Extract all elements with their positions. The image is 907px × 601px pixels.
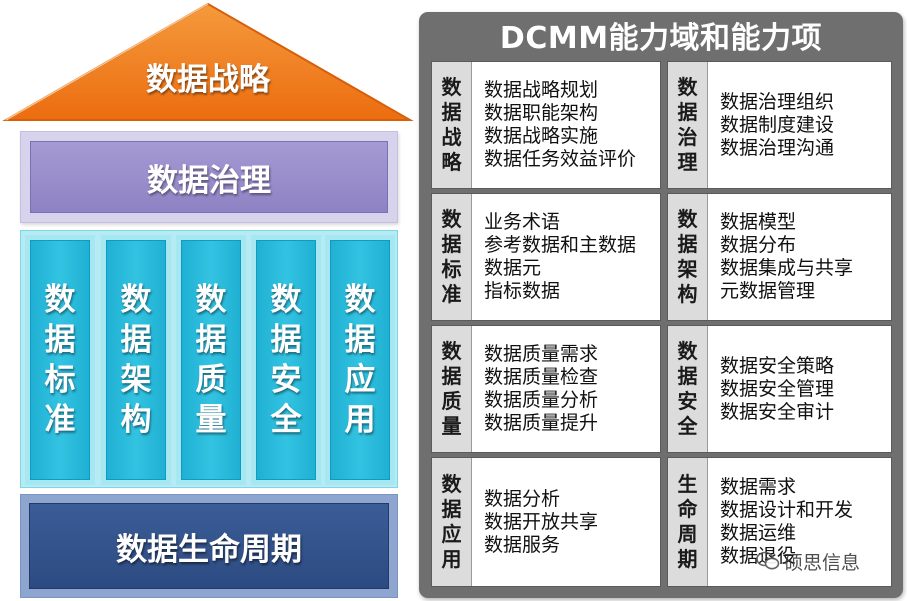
capability-list: 数据质量需求 数据质量检查 数据质量分析 数据质量提升 (484, 326, 656, 452)
domain-label: 数据标准 (441, 207, 462, 306)
pillar-security: 数据安全 (251, 235, 321, 485)
domain-header: 数据标准 (432, 194, 472, 320)
domain-header: 数据治理 (668, 62, 708, 188)
capability-item: 数据需求 (720, 476, 797, 498)
dcmm-panel: DCMM能力域和能力项 数据战略 数据战略规划 数据职能架构 数据战略实施 数据… (419, 12, 903, 598)
capability-item: 数据战略规划 (484, 79, 599, 101)
capability-item: 参考数据和主数据 (484, 234, 637, 256)
domain-label: 数据质量 (441, 339, 462, 438)
pillar-architecture: 数据架构 (101, 235, 171, 485)
domain-label: 数据架构 (677, 207, 698, 306)
capability-item: 数据分析 (484, 487, 561, 510)
capability-list: 数据安全策略 数据安全管理 数据安全审计 (720, 326, 887, 452)
capability-item: 数据安全策略 (720, 354, 835, 377)
lifecycle-foundation: 数据生命周期 (20, 494, 398, 598)
capability-list: 数据模型 数据分布 数据集成与共享 元数据管理 (720, 194, 887, 320)
capability-list: 数据分析 数据开放共享 数据服务 (484, 458, 656, 586)
domain-header: 数据应用 (432, 458, 472, 586)
capability-item: 数据质量分析 (484, 389, 599, 411)
capability-item: 数据分布 (720, 234, 797, 256)
capability-item: 数据设计和开发 (720, 499, 854, 521)
lifecycle-panel: 数据生命周期 (29, 503, 389, 589)
capability-item: 数据治理沟通 (720, 136, 835, 159)
capability-item: 业务术语 (484, 211, 561, 233)
capability-item: 元数据管理 (720, 280, 816, 302)
capability-item: 数据质量需求 (484, 343, 599, 365)
domain-header: 数据质量 (432, 326, 472, 452)
domain-label: 数据治理 (677, 75, 698, 174)
capability-item: 数据安全审计 (720, 400, 835, 423)
capability-list: 业务术语 参考数据和主数据 数据元 指标数据 (484, 194, 656, 320)
capability-cell-architecture: 数据架构 数据模型 数据分布 数据集成与共享 元数据管理 (667, 193, 892, 321)
domain-header: 数据架构 (668, 194, 708, 320)
governance-panel: 数据治理 (30, 141, 388, 213)
capability-item: 数据治理组织 (720, 90, 835, 113)
pillar-quality: 数据质量 (176, 235, 246, 485)
pillar-standard: 数据标准 (25, 235, 95, 485)
pillar-label: 数据安全 (270, 282, 302, 438)
capability-cell-standard: 数据标准 业务术语 参考数据和主数据 数据元 指标数据 (431, 193, 661, 321)
capability-item: 数据集成与共享 (720, 257, 854, 279)
capability-cell-application: 数据应用 数据分析 数据开放共享 数据服务 (431, 457, 661, 587)
capability-item: 数据开放共享 (484, 510, 599, 533)
domain-label: 数据战略 (441, 75, 462, 174)
domain-header: 生命周期 (668, 458, 708, 586)
pillar-label: 数据架构 (120, 282, 152, 438)
governance-label: 数据治理 (147, 162, 271, 199)
capability-item: 指标数据 (484, 280, 561, 302)
watermark: 硕思信息 (756, 548, 860, 574)
capability-item: 数据职能架构 (484, 102, 599, 124)
pillar-label: 数据应用 (344, 282, 376, 438)
domain-header: 数据安全 (668, 326, 708, 452)
pillar-label: 数据质量 (195, 282, 227, 438)
capability-item: 数据运维 (720, 522, 797, 544)
capability-cell-strategy: 数据战略 数据战略规划 数据职能架构 数据战略实施 数据任务效益评价 (431, 61, 661, 189)
pillars-container: 数据标准 数据架构 数据质量 数据安全 数据应用 (20, 230, 398, 488)
watermark-text: 硕思信息 (784, 551, 861, 574)
capability-item: 数据模型 (720, 211, 797, 233)
capability-item: 数据任务效益评价 (484, 148, 637, 170)
capability-cell-quality: 数据质量 数据质量需求 数据质量检查 数据质量分析 数据质量提升 (431, 325, 661, 453)
capability-item: 数据制度建设 (720, 113, 835, 136)
capability-cell-governance: 数据治理 数据治理组织 数据制度建设 数据治理沟通 (667, 61, 892, 189)
wechat-icon (756, 551, 780, 570)
governance-band: 数据治理 (20, 131, 398, 223)
capability-cell-security: 数据安全 数据安全策略 数据安全管理 数据安全审计 (667, 325, 892, 453)
panel-title: DCMM能力域和能力项 (499, 21, 823, 56)
domain-label: 生命周期 (677, 472, 698, 571)
capability-list: 数据治理组织 数据制度建设 数据治理沟通 (720, 62, 887, 188)
capability-item: 数据元 (484, 257, 542, 279)
pillar-application: 数据应用 (325, 235, 395, 485)
capability-list: 数据战略规划 数据职能架构 数据战略实施 数据任务效益评价 (484, 62, 656, 188)
capability-item: 数据质量提升 (484, 412, 599, 434)
domain-label: 数据安全 (677, 339, 698, 438)
capability-item: 数据质量检查 (484, 366, 599, 388)
capability-item: 数据服务 (484, 533, 561, 556)
domain-header: 数据战略 (432, 62, 472, 188)
capability-item: 数据安全管理 (720, 377, 835, 400)
domain-label: 数据应用 (441, 472, 462, 571)
roof-data-strategy: 数据战略 (2, 2, 414, 124)
roof-label: 数据战略 (146, 62, 270, 98)
capability-item: 数据战略实施 (484, 125, 599, 147)
pillar-label: 数据标准 (44, 282, 76, 438)
lifecycle-label: 数据生命周期 (116, 531, 302, 568)
